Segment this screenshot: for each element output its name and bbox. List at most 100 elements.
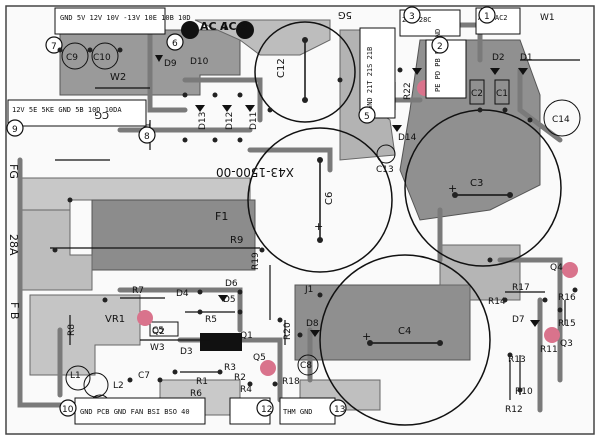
ac-terminals: AC 4 AC 3 [181, 20, 254, 39]
svg-text:D3: D3 [180, 347, 193, 357]
capacitor-c6: C6 + [247, 127, 393, 273]
svg-text:3: 3 [409, 12, 415, 22]
svg-text:5: 5 [364, 112, 370, 122]
svg-text:10: 10 [62, 405, 74, 415]
svg-text:12: 12 [261, 405, 272, 415]
svg-text:R1: R1 [196, 377, 208, 387]
svg-text:12V 5E 5KE GND 5B 10D 10DA: 12V 5E 5KE GND 5B 10D 10DA [12, 106, 122, 114]
svg-text:AC 4: AC 4 [200, 20, 228, 33]
svg-text:Q4: Q4 [550, 263, 563, 273]
svg-text:R9: R9 [230, 235, 243, 246]
svg-text:D13: D13 [198, 112, 208, 130]
board-label-5g: 5G [338, 9, 352, 20]
capacitor-c13: C13 [376, 144, 396, 175]
transistor-q5: Q5 [253, 353, 276, 376]
svg-text:R8: R8 [67, 324, 77, 336]
board-label-fb: F B [8, 302, 21, 319]
svg-text:R22: R22 [403, 82, 413, 100]
svg-text:2: 2 [437, 42, 443, 52]
svg-text:D11: D11 [249, 112, 259, 130]
capacitor-c1: C1 [494, 79, 510, 105]
svg-text:C3: C3 [470, 178, 483, 189]
svg-text:7: 7 [51, 42, 57, 52]
svg-text:R17: R17 [512, 283, 530, 293]
svg-text:C4: C4 [398, 326, 411, 337]
svg-text:C14: C14 [552, 115, 570, 125]
capacitor-c7: C7 [138, 371, 150, 381]
svg-text:6: 6 [172, 39, 178, 49]
resistors [50, 82, 566, 400]
svg-text:D10: D10 [190, 57, 209, 67]
svg-text:PE PD PB PA GND: PE PD PB PA GND [434, 29, 442, 92]
svg-text:R5: R5 [205, 315, 217, 325]
capacitor-c4: C4 + [319, 254, 491, 426]
pads [52, 47, 578, 393]
svg-text:R2: R2 [234, 373, 246, 383]
svg-text:R10: R10 [515, 387, 533, 397]
svg-text:J1: J1 [304, 285, 313, 295]
svg-text:THM GND: THM GND [283, 408, 313, 416]
svg-text:C2: C2 [471, 89, 483, 99]
svg-text:R19: R19 [251, 252, 261, 270]
svg-text:GND 21T 21S 21B: GND 21T 21S 21B [366, 47, 374, 110]
svg-text:1: 1 [484, 12, 490, 22]
svg-text:F1: F1 [215, 210, 228, 223]
board-label-fg: FG [7, 164, 20, 179]
capacitor-c10: C10 [91, 42, 119, 70]
svg-text:R15: R15 [558, 319, 576, 329]
svg-text:R6: R6 [190, 389, 202, 399]
svg-text:8: 8 [144, 132, 150, 142]
svg-text:C9: C9 [66, 53, 78, 63]
capacitor-c5: C5 [149, 321, 179, 337]
svg-text:C1: C1 [496, 89, 508, 99]
svg-text:L1: L1 [70, 371, 81, 381]
svg-text:R3: R3 [224, 363, 236, 373]
svg-text:9: 9 [12, 125, 18, 135]
connector-number-text: 1 2 3 5 7 8 6 9 10 12 13 [12, 12, 490, 415]
svg-text:R4: R4 [240, 385, 252, 395]
transistor-q2: Q2 [137, 310, 165, 337]
svg-text:GND 5V 12V 10V -13V 10E 10B 1: GND 5V 12V 10V -13V 10E 10B 10D [60, 14, 191, 22]
svg-text:W1: W1 [540, 13, 555, 23]
svg-text:+: + [314, 220, 323, 233]
misc-part-labels: F1 VR1 W3 W2 W1 L1 L2 J1 [70, 13, 555, 391]
svg-text:+: + [448, 182, 457, 195]
svg-text:R18: R18 [282, 377, 300, 387]
connector-strips [7, 7, 521, 425]
svg-text:C5: C5 [152, 326, 164, 336]
svg-text:D14: D14 [398, 133, 417, 143]
transistor-q4: Q4 [550, 262, 578, 278]
transistor-q3: Q3 [544, 327, 573, 349]
capacitor-c9: C9 [61, 42, 89, 70]
svg-text:D6: D6 [225, 279, 238, 289]
svg-text:R20: R20 [283, 322, 293, 340]
svg-text:D9: D9 [164, 59, 177, 69]
svg-text:C12: C12 [276, 58, 287, 78]
connector-number-markers [6, 6, 496, 417]
svg-text:D7: D7 [512, 315, 525, 325]
capacitor-c3: C3 + [404, 109, 562, 267]
svg-text:R16: R16 [558, 293, 576, 303]
capacitor-c8: C8 [297, 354, 319, 376]
svg-text:GND PCB GND FAN BSI BSO 40: GND PCB GND FAN BSI BSO 40 [80, 408, 190, 416]
inductor-l1 [65, 365, 109, 398]
svg-text:D12: D12 [225, 112, 235, 130]
svg-text:VR1: VR1 [105, 314, 125, 325]
regulator-ic [200, 333, 242, 351]
capacitor-c2: C2 [469, 79, 485, 105]
svg-text:R14: R14 [488, 297, 506, 307]
svg-text:D5: D5 [223, 295, 236, 305]
capacitor-c12: C12 [254, 21, 356, 123]
jumper-wires [95, 59, 580, 341]
diode-labels: D10 D13 D12 D11 D2 D1 D9 D14 D6 D5 D4 D3… [164, 53, 533, 357]
svg-text:13: 13 [334, 405, 345, 415]
svg-text:C10: C10 [93, 53, 111, 63]
svg-text:D8: D8 [306, 319, 319, 329]
part-number-label: X43-1500-00 [216, 165, 294, 179]
svg-text:Q2: Q2 [152, 327, 165, 337]
svg-text:+: + [362, 330, 371, 343]
svg-text:L2: L2 [113, 381, 124, 391]
svg-text:Q1: Q1 [240, 331, 253, 341]
svg-text:Q3: Q3 [560, 339, 573, 349]
